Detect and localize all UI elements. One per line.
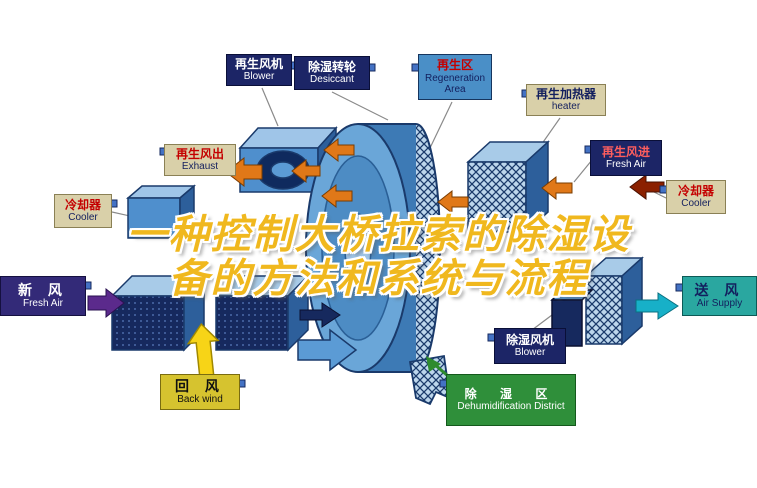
label-regen-exhaust: 再生风出 Exhaust <box>164 144 236 176</box>
label-desiccant-wheel: 除湿转轮 Desiccant <box>294 56 370 90</box>
cooler-left-unit <box>125 184 197 240</box>
process-duct-a <box>110 274 206 352</box>
fan-through-arrow <box>291 158 321 184</box>
label-regen-area: 再生区 Regeneration Area <box>418 54 492 100</box>
leader-lines <box>111 87 667 374</box>
dehum-duct <box>584 256 644 346</box>
return-air-arrow <box>299 302 341 328</box>
page-title-line-2: 备的方法和系统与流程 <box>168 257 589 301</box>
regen-air-arrows <box>225 137 573 215</box>
desiccant-wheel <box>305 123 441 373</box>
label-cooler-right: 冷却器 Cooler <box>666 180 726 214</box>
fresh-air-arrow <box>87 287 125 319</box>
dehum-blower-unit <box>550 289 594 347</box>
label-cooler-left: 冷却器 Cooler <box>54 194 112 228</box>
label-back-wind: 回 风 Back wind <box>160 374 240 410</box>
duct-to-wheel-arrow <box>437 189 469 215</box>
label-regen-fresh-air: 再生风进 Fresh Air <box>590 140 662 176</box>
label-dehum-district: 除 湿 区 Dehumidification District <box>446 374 576 426</box>
heater-inlet-arrow <box>541 175 573 201</box>
air-supply-arrow <box>635 292 679 320</box>
label-regen-blower: 再生风机 Blower <box>226 54 292 86</box>
page-title-line-1: 一种控制大桥拉索的除湿设 <box>126 213 631 257</box>
label-fresh-air: 新 风 Fresh Air <box>0 276 86 316</box>
wheel-to-fan-arrow <box>321 183 353 209</box>
regen-air-arrow-top <box>323 137 355 163</box>
label-regen-heater: 再生加热器 heater <box>526 84 606 116</box>
regen-duct <box>466 140 550 234</box>
regen-fresh-air-arrow <box>629 174 665 200</box>
process-duct-b <box>214 274 310 352</box>
process-air-arrow <box>297 328 358 372</box>
label-air-supply: 送 风 Air Supply <box>682 276 757 316</box>
label-dehum-blower: 除湿风机 Blower <box>494 328 566 364</box>
back-wind-arrow <box>186 322 220 378</box>
